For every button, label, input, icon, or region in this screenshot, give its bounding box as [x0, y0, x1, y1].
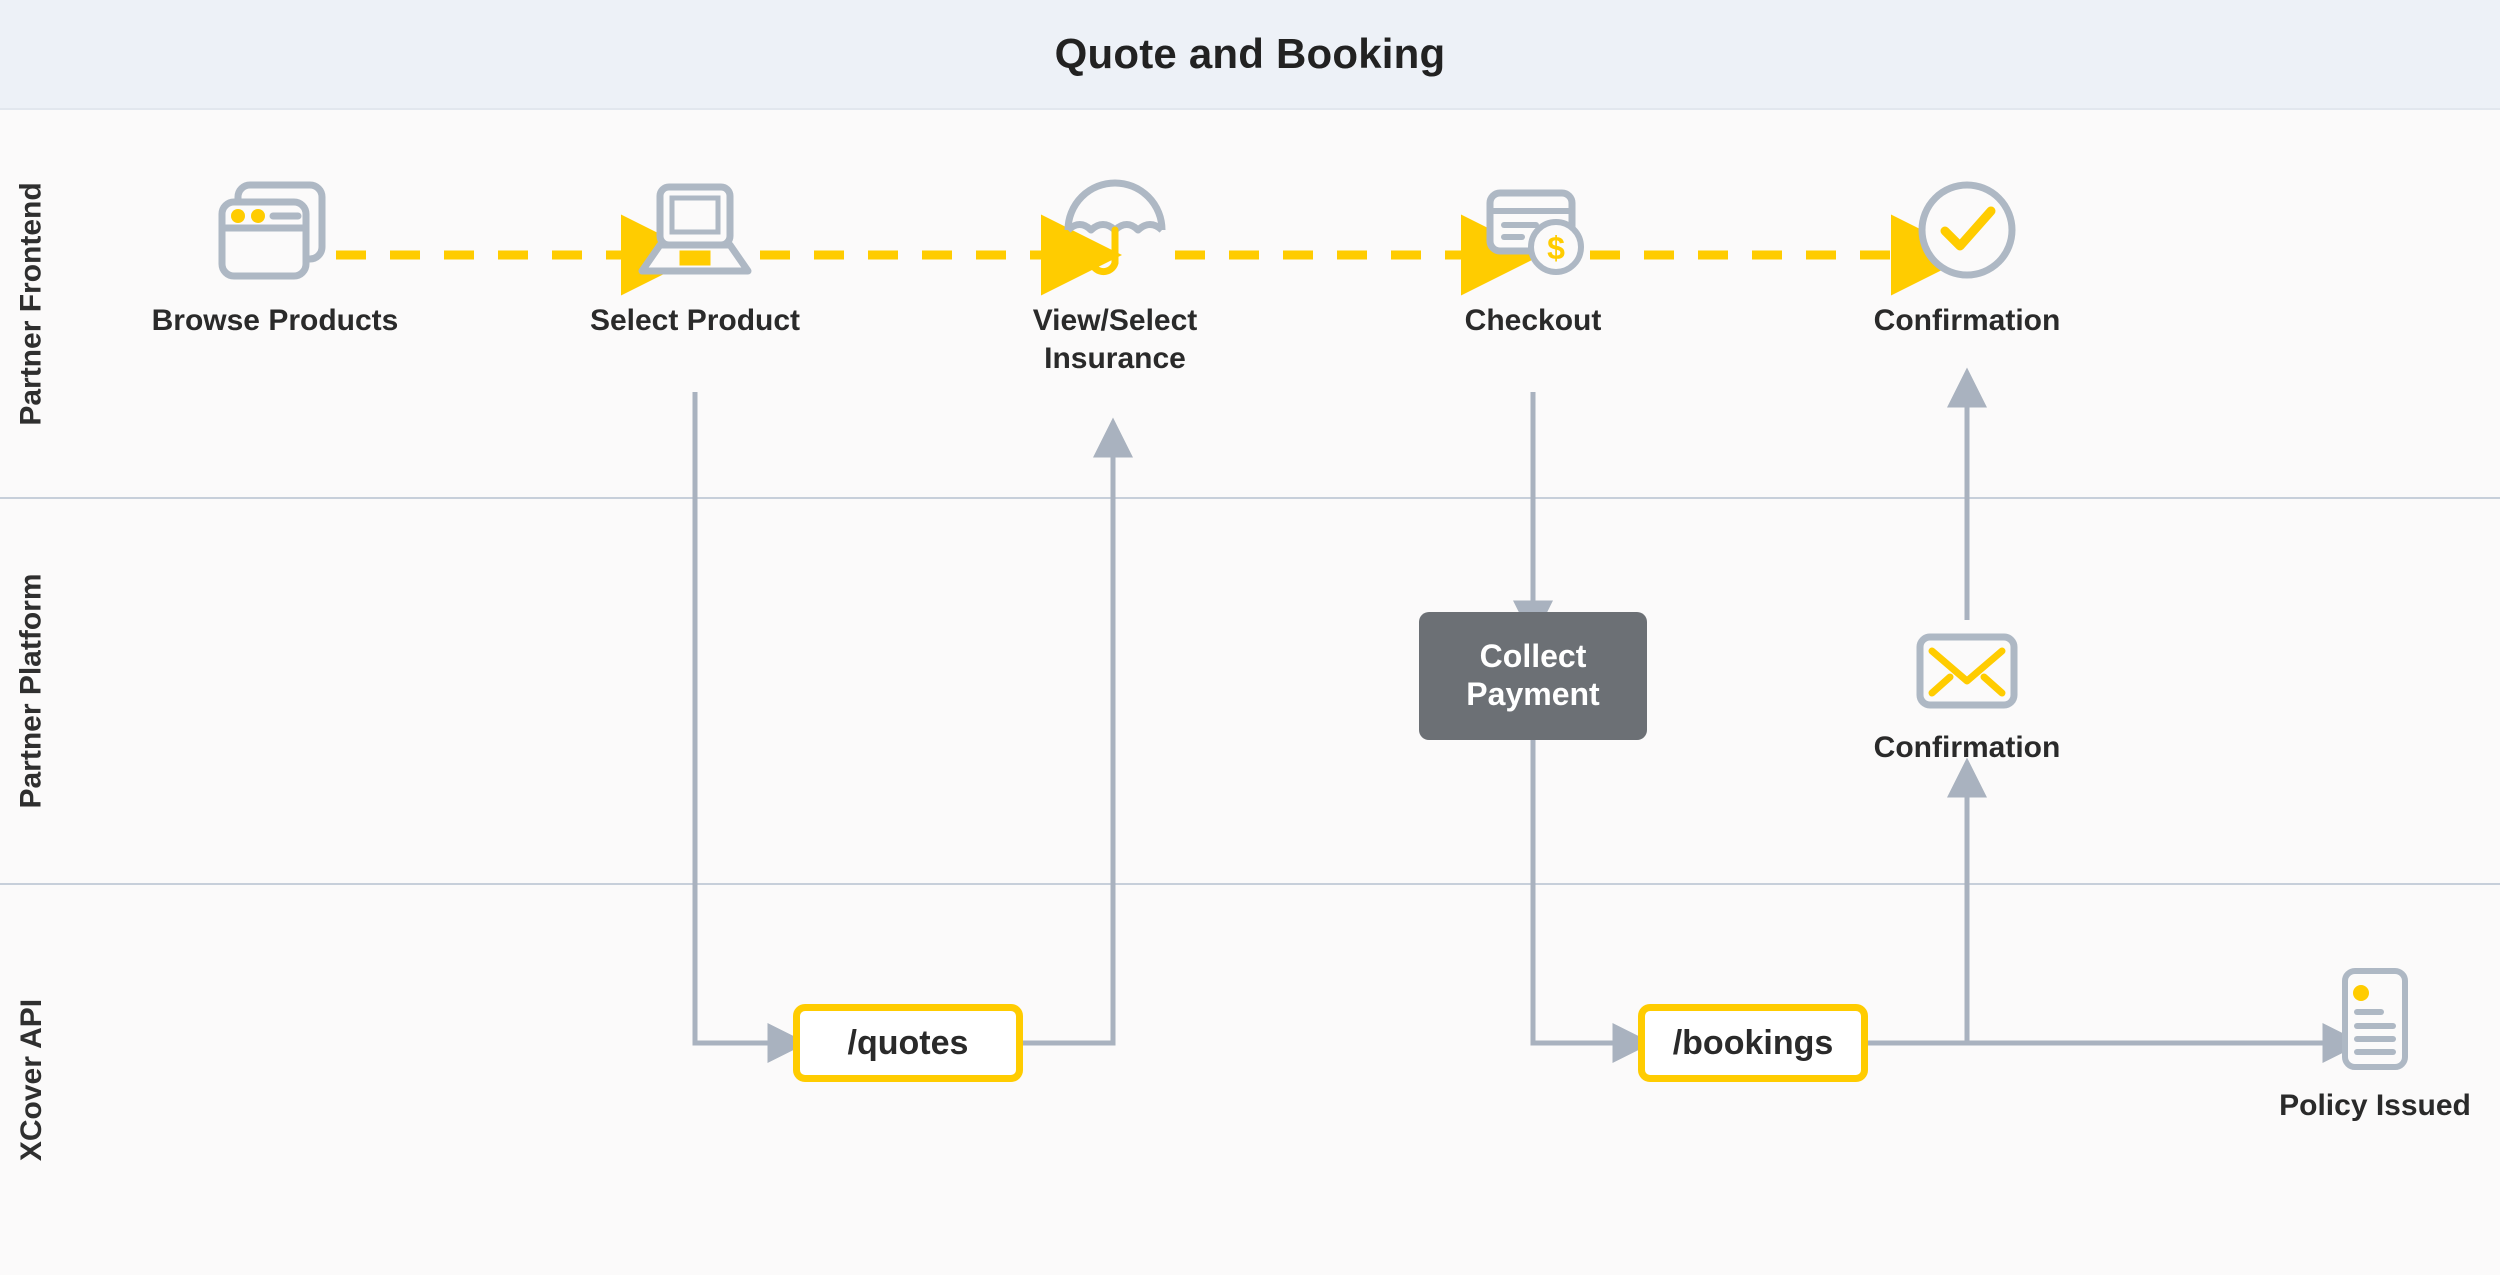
- node-collect-payment[interactable]: Collect Payment: [1419, 612, 1647, 740]
- lane-label-text: XCover API: [15, 998, 48, 1162]
- node-browse-products[interactable]: Browse Products: [115, 170, 435, 340]
- header-band: [0, 0, 2500, 108]
- lane-divider-platform-api: [0, 883, 2500, 885]
- node-checkout[interactable]: $ Checkout: [1373, 170, 1693, 340]
- node-label: View/Select Insurance: [955, 302, 1275, 377]
- page-title: Quote and Booking: [1054, 30, 1446, 77]
- node-label: Policy Issued: [2279, 1089, 2471, 1122]
- browser-windows-icon: [115, 170, 435, 290]
- lane-label-partner-frontend: Partner Frontend: [0, 110, 64, 497]
- lane-label-partner-platform: Partner Platform: [0, 499, 64, 883]
- envelope-icon: [1807, 625, 2127, 717]
- credit-card-dollar-icon: $: [1373, 170, 1693, 290]
- api-endpoint-label: /quotes: [847, 1023, 969, 1062]
- umbrella-icon: [955, 170, 1275, 290]
- lane-label-xcover-api: XCover API: [0, 885, 64, 1275]
- node-confirmation-email[interactable]: Confirmation: [1807, 625, 2127, 767]
- node-bookings-endpoint[interactable]: /bookings: [1638, 1004, 1868, 1082]
- lane-label-text: Partner Frontend: [15, 181, 49, 426]
- document-icon: [2215, 965, 2500, 1075]
- lane-divider-frontend-platform: [0, 497, 2500, 499]
- connector-select-product-to-quotes: [692, 392, 808, 1063]
- api-endpoint-label: /bookings: [1672, 1023, 1834, 1062]
- connector-quotes-to-view-insurance: [1023, 417, 1133, 1046]
- node-label-line-2: Insurance: [1044, 341, 1186, 375]
- node-label: Checkout: [1464, 304, 1602, 337]
- header-divider: [0, 108, 2500, 110]
- connector-collect-payment-to-bookings: [1530, 740, 1653, 1063]
- node-label: Browse Products: [151, 304, 399, 337]
- collect-payment-line-1: Collect: [1479, 638, 1587, 675]
- node-view-select-insurance[interactable]: View/Select Insurance: [955, 170, 1275, 377]
- node-label: Confirmation: [1873, 731, 2061, 764]
- laptop-icon: [535, 170, 855, 290]
- node-quotes-endpoint[interactable]: /quotes: [793, 1004, 1023, 1082]
- node-confirmation-frontend[interactable]: Confirmation: [1807, 170, 2127, 340]
- node-select-product[interactable]: Select Product: [535, 170, 855, 340]
- check-circle-icon: [1807, 170, 2127, 290]
- node-label: Confirmation: [1873, 304, 2061, 337]
- node-policy-issued[interactable]: Policy Issued: [2215, 965, 2500, 1125]
- node-label-line-1: View/Select: [1032, 304, 1198, 337]
- collect-payment-line-2: Payment: [1466, 676, 1600, 712]
- node-label: Select Product: [589, 304, 801, 337]
- svg-text:$: $: [1547, 230, 1565, 266]
- lane-label-text: Partner Platform: [15, 573, 49, 809]
